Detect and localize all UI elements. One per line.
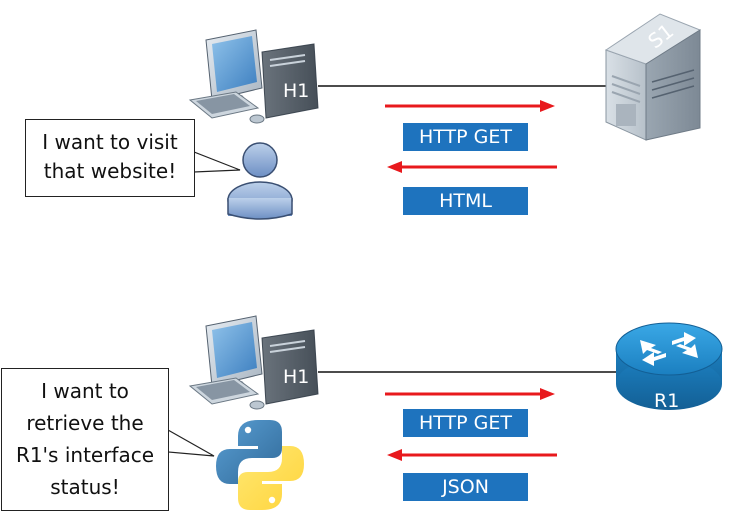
callout-line: I want to visit — [42, 130, 178, 154]
request-arrow — [385, 100, 555, 112]
person-icon — [227, 142, 293, 220]
router-icon — [615, 322, 723, 410]
computer-icon — [188, 29, 319, 124]
router-label: R1 — [654, 390, 680, 412]
request-label: HTTP GET — [403, 409, 528, 437]
callout-pointer — [167, 428, 215, 457]
callout-line: retrieve the — [26, 411, 144, 435]
computer-icon — [188, 315, 319, 410]
callout-line: R1's interface — [15, 443, 155, 467]
request-label: HTTP GET — [403, 123, 528, 151]
response-arrow — [387, 449, 557, 461]
callout-line: I want to — [41, 379, 129, 403]
server-icon — [604, 13, 702, 141]
speech-callout: I want to retrieve the R1's interface st… — [1, 368, 169, 511]
host-label: H1 — [283, 80, 310, 102]
callout-line: that website! — [43, 159, 177, 183]
host-label: H1 — [283, 366, 310, 388]
response-label: JSON — [403, 473, 528, 501]
speech-callout: I want to visit that website! — [25, 119, 195, 197]
response-label: HTML — [403, 187, 528, 215]
callout-pointer — [193, 151, 241, 173]
python-logo-icon — [216, 420, 304, 510]
callout-line: status! — [50, 475, 120, 499]
response-arrow — [387, 161, 557, 173]
request-arrow — [385, 388, 555, 400]
